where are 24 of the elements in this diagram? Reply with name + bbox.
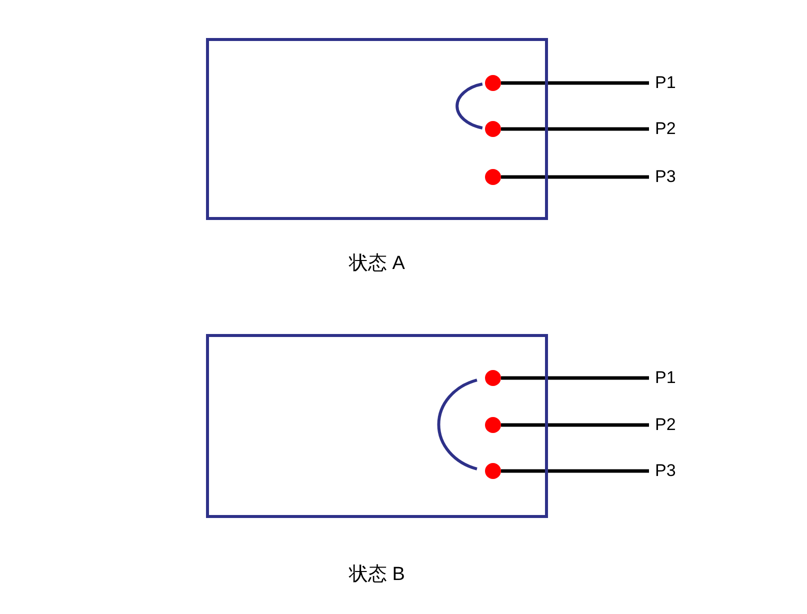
terminal-dot [485, 169, 501, 185]
wire [501, 127, 649, 131]
device-box [206, 38, 548, 220]
terminal-dot [485, 121, 501, 137]
pin-label: P2 [655, 119, 676, 139]
terminal-dot [485, 417, 501, 433]
pin-label: P1 [655, 368, 676, 388]
wire [501, 423, 649, 427]
jumper-wire [456, 82, 483, 130]
wire [501, 175, 649, 179]
wire [501, 81, 649, 85]
terminal-dot [485, 463, 501, 479]
wire [501, 469, 649, 473]
pin-label: P2 [655, 415, 676, 435]
device-box [206, 334, 548, 518]
jumper-wire [437, 378, 478, 470]
state-label: 状态 B [349, 563, 405, 587]
terminal-dot [485, 75, 501, 91]
pin-label: P3 [655, 167, 676, 187]
state-label: 状态 A [349, 252, 405, 276]
wire [501, 376, 649, 380]
pin-label: P3 [655, 461, 676, 481]
pin-label: P1 [655, 73, 676, 93]
terminal-dot [485, 370, 501, 386]
